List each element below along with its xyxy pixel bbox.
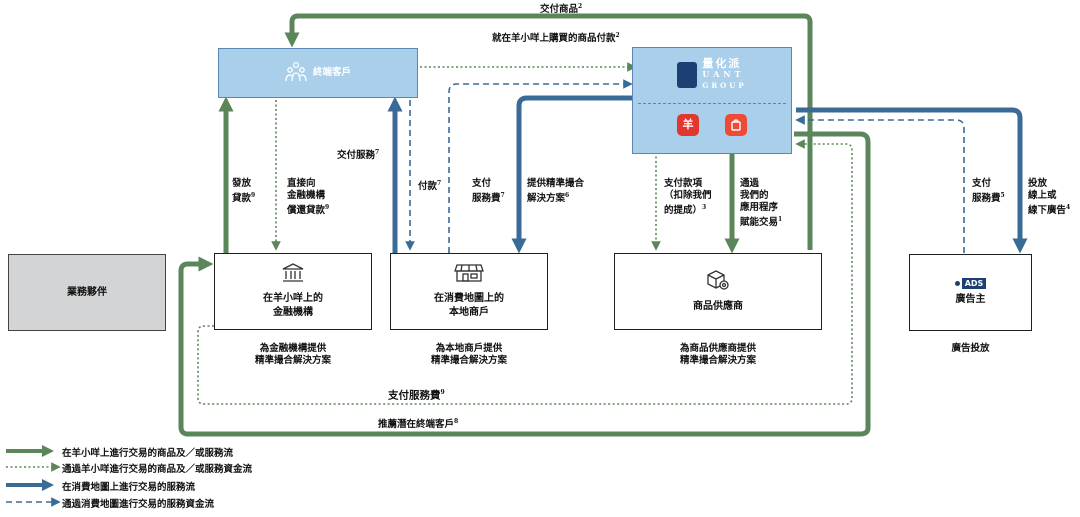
advertiser-label: 廣告主 <box>955 294 986 305</box>
quantgroup-divider <box>638 103 786 104</box>
people-icon <box>285 60 307 87</box>
quantgroup-logo-icon <box>677 61 698 88</box>
local-merchant-label: 在消費地圖上的 本地商戶 <box>434 293 504 318</box>
legend-blue-solid: 在消費地圖上進行交易的服務流 <box>62 482 196 493</box>
label-provide-matching: 提供精準撮合 解決方案6 <box>527 178 585 205</box>
caption-supplier: 為商品供應商提供 精準撮合解決方案 <box>679 343 756 366</box>
supplier-box: 商品供應商 <box>614 253 822 330</box>
logo-en-line1: UANT <box>702 69 745 79</box>
yangxiaomie-app-icon: 羊 <box>677 114 699 136</box>
box-gear-icon <box>705 269 731 296</box>
supplier-label: 商品供應商 <box>693 301 743 312</box>
ads-badge: ADS <box>961 278 987 289</box>
quantgroup-logo: 量化派 UANT GROUP <box>677 58 746 91</box>
local-merchant-box: 在消費地圖上的 本地商戶 <box>390 253 548 330</box>
label-pay-goods: 就在羊小咩上購買的商品付款2 <box>492 32 620 45</box>
label-place-ads: 投放 線上或 線下廣告4 <box>1028 178 1071 217</box>
bank-icon <box>281 263 305 288</box>
ads-icon: ADS <box>954 278 987 289</box>
caption-financial-institution: 為金融機構提供 精準撮合解決方案 <box>254 343 331 366</box>
end-customer-box: 終端客戶 <box>218 48 418 98</box>
ads-icon-dot <box>954 281 960 286</box>
label-repay-loan: 直接向 金融機構 償還貸款9 <box>287 178 330 217</box>
advertiser-box: ADS 廣告主 <box>909 254 1032 331</box>
end-customer-label: 終端客戶 <box>312 67 351 78</box>
flow-provide-matching <box>511 95 640 254</box>
consumption-map-app-icon <box>725 114 747 136</box>
label-pay-amount: 支付款項 （扣除我們 的提成）3 <box>664 178 712 217</box>
flow-deliver-goods <box>284 13 813 250</box>
flow-pay-fee-merchant <box>448 79 633 253</box>
flow-pay-fee-bottom <box>197 139 853 405</box>
label-empower-trade: 通過 我們的 應用程序 賦能交易1 <box>740 178 783 229</box>
label-pay-fee-bottom: 支付服務費9 <box>388 389 445 402</box>
business-partner-label: 業務夥伴 <box>67 286 107 298</box>
business-partner-box: 業務夥伴 <box>8 254 166 331</box>
caption-advertiser: 廣告投放 <box>951 343 990 354</box>
flow-recommend <box>178 131 871 437</box>
label-deliver-goods: 交付商品2 <box>540 3 583 16</box>
label-pay-fee-merchant: 支付 服務費7 <box>472 178 505 205</box>
legend-green-dotted: 通過羊小咩進行交易的商品及／或服務資金流 <box>62 464 253 475</box>
quantgroup-box: 量化派 UANT GROUP 羊 <box>632 47 792 154</box>
financial-institution-box: 在羊小咩上的 金融機構 <box>214 253 372 330</box>
logo-cn-text: 量化派 <box>702 57 742 70</box>
label-pay-fee-adv: 支付 服務費5 <box>972 178 1005 205</box>
label-recommend: 推薦潛在終端客戶8 <box>378 418 459 431</box>
caption-local-merchant: 為本地商戶提供 精準撮合解決方案 <box>430 343 507 366</box>
label-deliver-service: 交付服務7 <box>337 149 380 162</box>
flow-pay-fee-adv <box>795 115 965 253</box>
legend-blue-dashed: 通過消費地圖進行交易的服務資金流 <box>62 499 215 510</box>
financial-institution-label: 在羊小咩上的 金融機構 <box>263 293 323 318</box>
flow-place-ads <box>796 107 1028 254</box>
shop-icon <box>454 263 484 288</box>
logo-en-line2: GROUP <box>702 81 747 90</box>
legend-green-solid: 在羊小咩上進行交易的商品及／或服務流 <box>62 448 234 459</box>
label-issue-loan: 發放 貸款9 <box>232 178 256 205</box>
label-payment: 付款7 <box>418 180 442 193</box>
